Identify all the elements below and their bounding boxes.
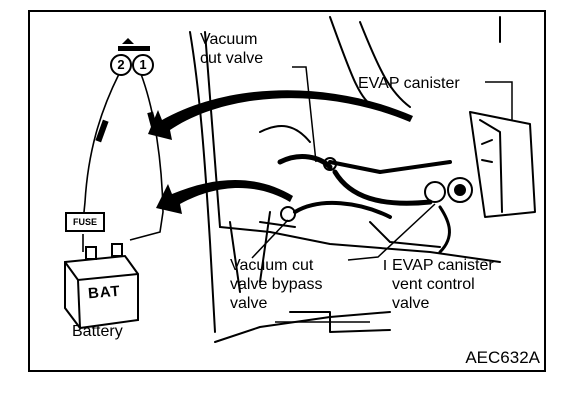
connector-lock — [118, 46, 150, 51]
wire-pin-2 — [82, 73, 120, 223]
leader-bypass-valve — [251, 219, 289, 259]
vacuum-hose — [328, 160, 452, 174]
leader-vacuum-cut-valve — [292, 66, 317, 163]
vacuum-hose — [277, 154, 333, 170]
battery-body — [64, 243, 139, 330]
evap-canister-body — [479, 119, 503, 213]
leader-evap-canister — [485, 81, 513, 120]
connector-pin-2: 2 — [110, 54, 132, 76]
engine-structure-line — [259, 125, 311, 143]
vent-control-valve-label: EVAP canister vent control valve — [392, 257, 494, 312]
wire-clip — [95, 119, 109, 143]
figure-id: AEC632A — [465, 348, 540, 367]
evap-canister-body — [469, 111, 536, 218]
engine-structure-line — [369, 221, 441, 248]
engine-structure-line — [229, 211, 296, 293]
engine-structure-line — [329, 16, 376, 108]
engine-illustration — [64, 16, 536, 343]
engine-structure-line — [204, 31, 221, 228]
wire-pin-1 — [129, 73, 164, 241]
airflow-arrow-upper — [148, 90, 413, 140]
evap-hose — [438, 205, 451, 254]
evap-hose — [293, 201, 392, 219]
wire-clip — [147, 111, 159, 135]
evap-hose — [332, 169, 433, 206]
vent-control-valve-body — [447, 177, 473, 203]
diagram-frame: 2 1 FUSE BAT Battery Vacuum cut valve EV… — [28, 10, 546, 372]
evap-canister-body — [481, 139, 493, 163]
connector-lock — [122, 38, 134, 44]
vent-control-valve-body — [424, 181, 446, 203]
evap-canister-label: EVAP canister — [358, 75, 460, 92]
vacuum-cut-valve-body — [323, 157, 337, 171]
battery-bat-text: BAT — [87, 282, 122, 303]
battery-label: Battery — [72, 323, 123, 340]
engine-structure-line — [359, 21, 411, 108]
engine-structure-line — [219, 226, 501, 263]
bypass-valve-label: Vacuum cut valve bypass valve — [230, 257, 323, 312]
bypass-valve-body — [280, 206, 296, 222]
vent-control-valve-port — [454, 184, 466, 196]
airflow-arrow-lower — [156, 179, 293, 214]
leader-vent-control-valve — [347, 203, 436, 261]
connector-pin-1: 1 — [132, 54, 154, 76]
vacuum-cut-valve-label: Vacuum cut valve — [200, 31, 264, 67]
engine-structure-line — [189, 31, 216, 333]
engine-structure-line — [214, 311, 391, 343]
fuse-label: FUSE — [65, 212, 105, 232]
